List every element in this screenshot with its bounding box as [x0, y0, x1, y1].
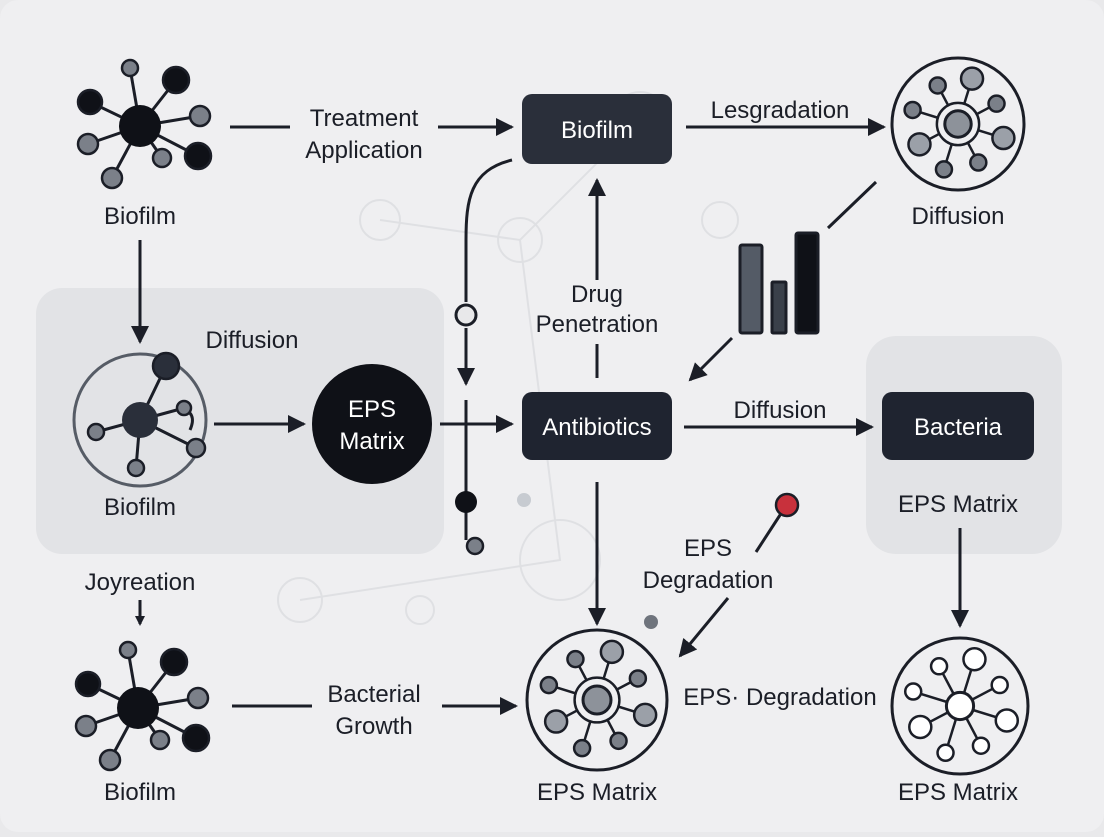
label-eps-matrix-bottom-center: EPS Matrix [537, 779, 657, 806]
label-eps-matrix-bottom-right: EPS Matrix [898, 779, 1018, 806]
connector-dot [454, 303, 478, 327]
connector-dot [644, 615, 658, 629]
label-bacterial-growth-line1: Bacterial [327, 681, 420, 708]
label-biofilm-bottom-left: Biofilm [104, 779, 176, 806]
label-joyreation: Joyreation [85, 569, 196, 596]
circled-network-icon [890, 56, 1026, 192]
label-diffusion-left-panel: Diffusion [206, 327, 299, 354]
circled-network-icon [890, 636, 1030, 776]
bacteria-box-label: Bacteria [914, 414, 1003, 441]
antibiotics-box[interactable]: Antibiotics [522, 392, 672, 460]
label-eps-degradation-right: EPS· Degradation [683, 684, 876, 711]
connector-dot [455, 491, 477, 513]
label-lesgradation: Lesgradation [711, 97, 850, 124]
label-diffusion-top-right: Diffusion [912, 203, 1005, 230]
label-bacterial-growth-line2: Growth [335, 713, 412, 740]
molecule-network-icon [76, 58, 213, 190]
bacteria-box[interactable]: Bacteria [882, 392, 1034, 460]
molecule-network-icon [74, 640, 211, 772]
label-drug-penetration-line2: Penetration [536, 311, 659, 338]
eps-matrix-circle-label-line2: Matrix [339, 428, 404, 455]
label-drug-penetration-line1: Drug [571, 281, 623, 308]
red-pin-dot [774, 492, 800, 518]
connector-dot [517, 493, 531, 507]
label-diffusion-mid: Diffusion [734, 397, 827, 424]
label-eps-degradation-mid-line1: EPS [684, 535, 732, 562]
circled-network-icon [72, 351, 208, 488]
label-eps-matrix-right-panel: EPS Matrix [898, 491, 1018, 518]
biofilm-box-label: Biofilm [561, 117, 633, 144]
biofilm-box[interactable]: Biofilm [522, 94, 672, 164]
label-eps-degradation-mid-line2: Degradation [643, 567, 774, 594]
connector-dot [465, 536, 485, 556]
label-biofilm-mid-left: Biofilm [104, 494, 176, 521]
label-biofilm-top-left: Biofilm [104, 203, 176, 230]
label-treatment-application-line2: Application [305, 137, 422, 164]
bar-chart-icon [738, 231, 820, 335]
circled-network-icon [525, 628, 669, 772]
label-treatment-application-line1: Treatment [310, 105, 419, 132]
connectors [131, 118, 969, 715]
antibiotics-box-label: Antibiotics [542, 414, 651, 441]
eps-matrix-circle-label-line1: EPS [348, 396, 396, 423]
eps-matrix-circle[interactable]: EPS Matrix [312, 364, 432, 484]
